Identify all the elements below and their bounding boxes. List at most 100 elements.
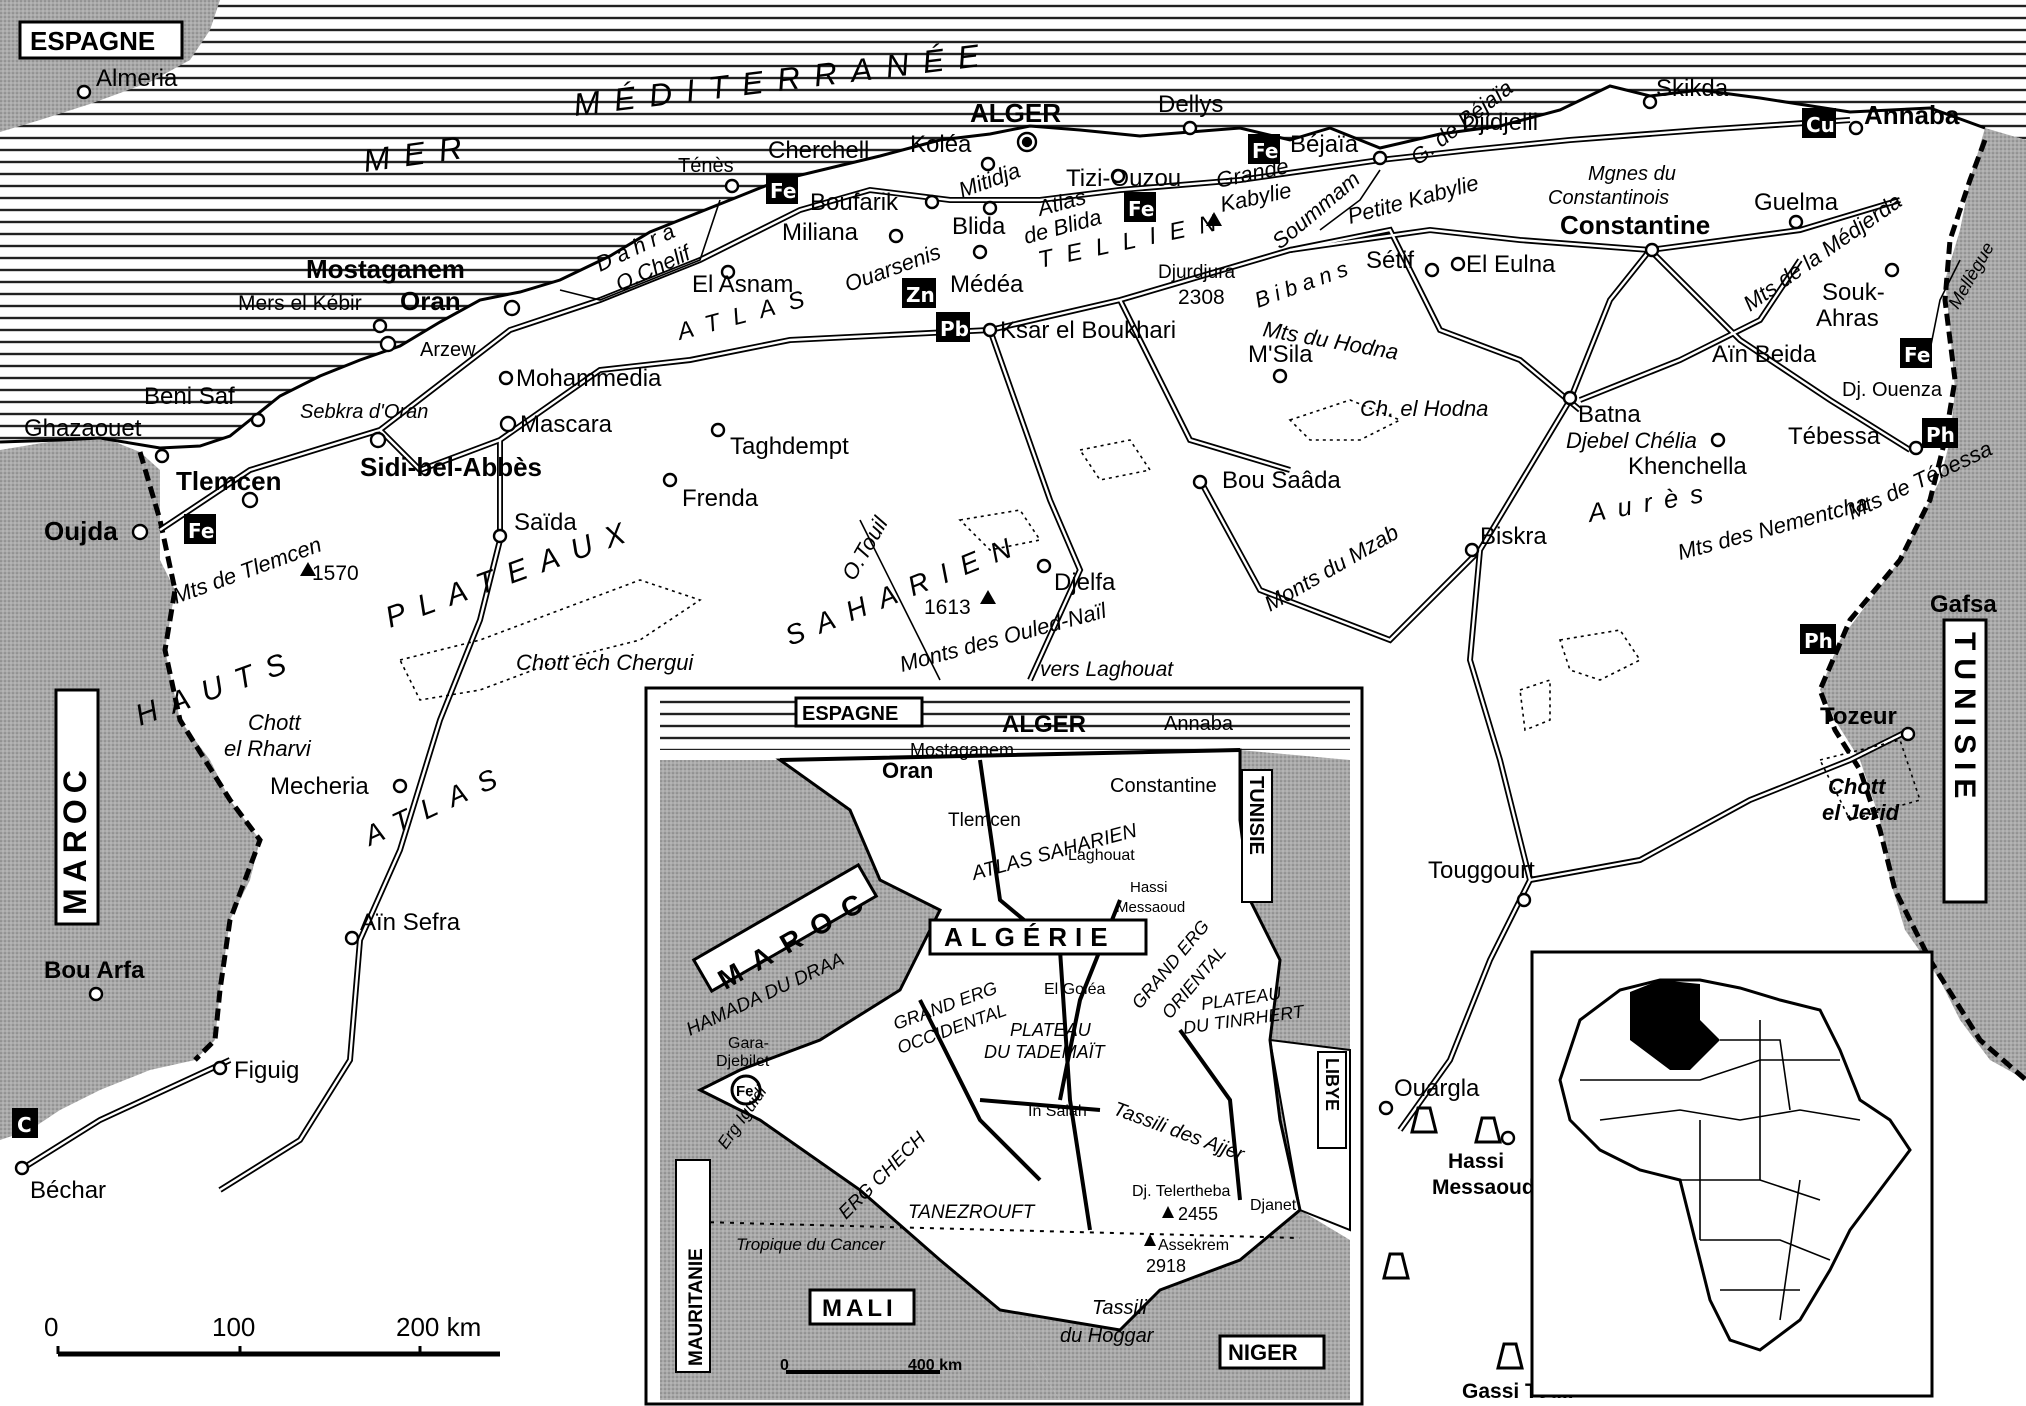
djurdjura-alt: 2308 — [1178, 286, 1225, 309]
res-ph-tebessa-box — [1922, 418, 1958, 448]
africa-locator — [1530, 950, 1934, 1398]
city-souk-ahras-2: Ahras — [1816, 305, 1879, 332]
monts-mzab-label: Monts du Mzab — [1260, 519, 1403, 616]
city-hassi-messaoud-2: Messaoud — [1432, 1176, 1535, 1199]
city-mohammedia: Mohammedia — [516, 365, 662, 392]
coastline — [0, 84, 1986, 450]
inset-gara-1: Gara- — [728, 1035, 769, 1052]
city-ain-sefra: Aïn Sefra — [360, 909, 461, 936]
city-el-eulma: El Eulna — [1466, 251, 1556, 278]
res-fe-bejaia-box — [1248, 134, 1280, 164]
inset-scale-0: 0 — [780, 1357, 789, 1374]
derrick-ouargla-icon — [1410, 1106, 1438, 1134]
inset-djanet: Djanet — [1250, 1197, 1297, 1214]
maroc-box — [54, 688, 100, 926]
city-arzew: Arzew — [420, 339, 476, 361]
o-touil-label: O.Touil — [837, 511, 894, 584]
city-setif: Sétif — [1366, 247, 1414, 274]
maroc-label: MAROC — [57, 764, 93, 915]
res-fe-blida-box — [1124, 192, 1156, 222]
scale-bar: 0 100 200 km — [44, 1312, 500, 1357]
inset-in-salah: In Salah — [1028, 1103, 1087, 1120]
algeria-highlight — [1630, 980, 1720, 1070]
region-aures: Aurès — [1584, 476, 1717, 528]
city-touggourt: Touggourt — [1428, 857, 1535, 884]
city-mascara: Mascara — [520, 411, 613, 438]
city-beni-saf: Beni Saf — [144, 383, 235, 410]
res-fe-tenes: Fe — [770, 179, 796, 203]
city-ghazaouet: Ghazaouet — [24, 415, 142, 442]
morocco-area — [0, 440, 260, 1140]
city-taghdempt: Taghdempt — [730, 433, 849, 460]
res-ph-gafsa-box — [1800, 624, 1836, 654]
city-khenchella: Khenchella — [1628, 453, 1747, 480]
inset-assekrem: Assekrem — [1158, 1237, 1229, 1254]
derrick-hassi-icon — [1474, 1116, 1502, 1144]
city-ain-beida: Aïn Beida — [1712, 341, 1817, 368]
rivers — [559, 169, 1961, 681]
city-tebessa: Tébessa — [1788, 423, 1881, 450]
city-almeria: Almeria — [96, 65, 178, 92]
city-kolea: Koléa — [910, 131, 972, 158]
sebkra-oran-label: Sebkra d'Oran — [300, 401, 428, 423]
city-bou-saada: Bou Saâda — [1222, 467, 1341, 494]
inset-tademait-2: DU TADEMAÏT — [984, 1042, 1107, 1062]
city-bejaia: Béjaïa — [1290, 131, 1359, 158]
inset-laghouat: Laghouat — [1068, 847, 1135, 864]
derrick-gassi-icon — [1496, 1342, 1524, 1370]
inset-tlemcen: Tlemcen — [948, 810, 1021, 831]
alt-1570: 1570 — [312, 562, 359, 585]
inset-oran: Oran — [882, 758, 933, 783]
region-atlas-sud: ATLAS — [358, 757, 515, 852]
city-dj-ouenza: Dj. Ouenza — [1842, 379, 1943, 401]
region-bibans: Bibans — [1251, 254, 1357, 313]
derrick-south-icon — [1382, 1252, 1410, 1280]
city-sidi-bel-abbes: Sidi-bel-Abbès — [360, 452, 542, 482]
res-fe-bejaia: Fe — [1252, 139, 1278, 163]
city-tlemcen: Tlemcen — [176, 466, 282, 496]
espagne-label: ESPAGNE — [30, 26, 155, 56]
city-biskra: Biskra — [1480, 523, 1547, 550]
city-cherchell: Cherchell — [768, 137, 869, 164]
djurdjura-label: Djurdjura — [1158, 262, 1236, 283]
city-constantine: Constantine — [1560, 210, 1710, 240]
city-medea: Médéa — [950, 271, 1024, 298]
res-ph-gafsa: Ph — [1804, 629, 1833, 653]
city-hassi-messaoud-1: Hassi — [1448, 1150, 1504, 1173]
petite-kabylie-label: Petite Kabylie — [1345, 170, 1481, 229]
inset-alt-2918: 2918 — [1146, 1256, 1186, 1276]
city-tenes: Ténès — [678, 155, 734, 177]
inset-scale-400: 400 km — [908, 1357, 962, 1374]
chott-chergui-label: Chott ech Chergui — [516, 650, 694, 675]
city-figuig: Figuig — [234, 1057, 299, 1084]
inset-mostaganem: Mostaganem — [910, 740, 1014, 760]
border-tunisia — [1817, 139, 2026, 1082]
city-djelfa: Djelfa — [1054, 569, 1116, 596]
tunisie-box — [1942, 618, 1988, 904]
city-bou-arfa: Bou Arfa — [44, 957, 145, 984]
city-mers-el-kebir: Mers el Kébir — [238, 292, 362, 315]
city-ksar-el-boukhari: Ksar el Boukhari — [1000, 317, 1176, 344]
inset-annaba: Annaba — [1164, 713, 1234, 735]
border-morocco — [137, 451, 263, 1062]
ch-hodna-label: Ch. el Hodna — [1360, 396, 1488, 421]
res-pb: Pb — [940, 317, 969, 341]
city-mostaganem: Mostaganem — [306, 254, 465, 284]
mgnes-const-1: Mgnes du — [1588, 163, 1676, 185]
res-fe-ouenza: Fe — [1904, 343, 1930, 367]
mgnes-const-2: Constantinois — [1548, 187, 1669, 209]
city-oran: Oran — [400, 286, 461, 316]
inset-constantine: Constantine — [1110, 775, 1217, 797]
city-frenda: Frenda — [682, 485, 759, 512]
res-c: C — [17, 1113, 32, 1137]
city-batna: Batna — [1578, 401, 1641, 428]
res-fe-ouenza-box — [1900, 338, 1932, 368]
res-fe-tenes-box — [766, 174, 798, 204]
res-cu: Cu — [1806, 113, 1835, 137]
chott-jerid-1: Chott — [1828, 774, 1887, 799]
espagne-box — [18, 20, 184, 60]
city-boufarik: Boufarik — [810, 189, 899, 216]
chott-jerid-2: el Jerid — [1822, 800, 1900, 825]
